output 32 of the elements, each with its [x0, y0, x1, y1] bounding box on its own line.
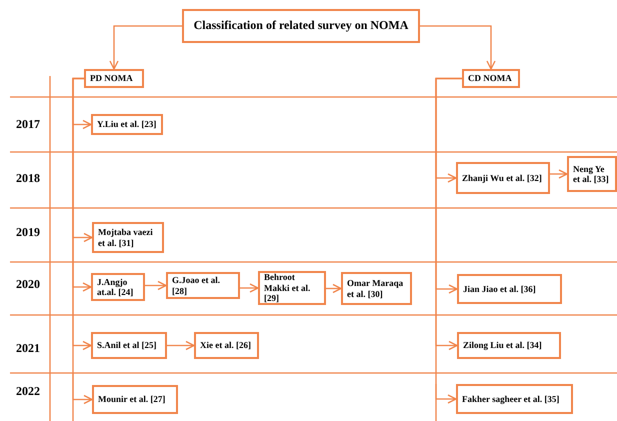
arrow	[109, 25, 182, 70]
reference-box: Neng Ye et al. [33]	[567, 156, 617, 192]
reference-box: Zhanji Wu et al. [32]	[456, 162, 550, 194]
title-box: Classification of related survey on NOMA	[182, 9, 420, 43]
arrow	[550, 169, 568, 179]
reference-box: Mounir et al. [27]	[92, 385, 178, 414]
reference-box: Jian Jiao et al. [36]	[457, 274, 562, 304]
category-box: CD NOMA	[462, 69, 520, 88]
year-label: 2017	[16, 116, 40, 133]
reference-box: Mojtaba vaezi et al. [31]	[92, 222, 164, 253]
arrow	[435, 78, 462, 404]
reference-box: Zilong Liu et al. [34]	[457, 332, 561, 359]
year-label: 2020	[16, 276, 40, 293]
arrow	[240, 283, 259, 293]
reference-box: Omar Maraqa et al. [30]	[341, 272, 412, 305]
arrow	[72, 78, 93, 404]
reference-box: G.Joao et al. [28]	[166, 272, 240, 299]
arrow	[145, 280, 167, 290]
reference-box: J.Angjo at.al. [24]	[91, 273, 145, 301]
category-box: PD NOMA	[84, 69, 144, 88]
reference-box: Behroot Makki et al. [29]	[258, 271, 326, 305]
year-label: 2022	[16, 383, 40, 400]
year-label: 2021	[16, 340, 40, 357]
year-label: 2019	[16, 224, 40, 241]
reference-box: S.Anil et al [25]	[91, 332, 167, 359]
year-label: 2018	[16, 170, 40, 187]
arrow	[167, 340, 195, 350]
arrow	[326, 284, 342, 294]
reference-box: Fakher sagheer et al. [35]	[456, 384, 573, 414]
reference-box: Y.Liu et al. [23]	[91, 114, 163, 135]
arrow	[420, 25, 496, 70]
reference-box: Xie et al. [26]	[194, 332, 259, 359]
